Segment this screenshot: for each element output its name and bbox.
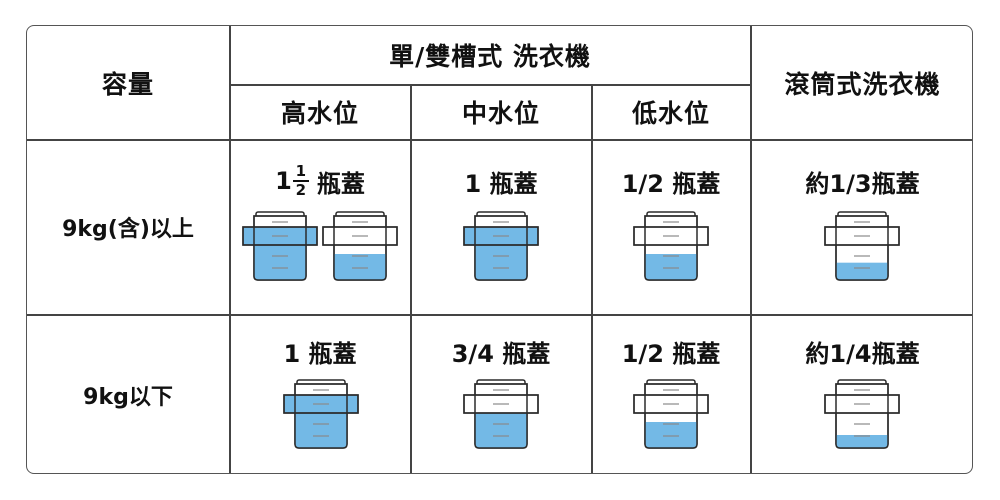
dosage-whole: 1 <box>275 167 292 195</box>
measuring-cap-icon <box>824 379 900 449</box>
row-label-9kg-and-above: 9kg(含)以上 <box>62 217 194 242</box>
liquid-level <box>836 262 888 280</box>
dosage-fraction: 1 2 <box>292 162 309 199</box>
dosage-amount: 約1/4瓶蓋 <box>805 339 920 368</box>
liquid-level <box>645 254 697 280</box>
grid-line <box>410 84 412 473</box>
dosage-table: 容量 單/雙槽式 洗衣機 高水位 中水位 低水位 滾筒式洗衣機 9kg(含)以上… <box>26 25 973 474</box>
grid-line <box>27 314 972 316</box>
liquid-level <box>645 422 697 448</box>
measuring-cap-icon <box>322 211 398 281</box>
measuring-cap-icon <box>824 211 900 281</box>
dosage-amount: 1/2 瓶蓋 <box>621 339 721 368</box>
measuring-cap-icon <box>633 211 709 281</box>
grid-line <box>229 26 231 473</box>
measuring-cap-icon <box>463 379 539 449</box>
drum-washer-header: 滾筒式洗衣機 <box>784 69 941 99</box>
dosage-amount: 1 1 2 瓶蓋 <box>230 163 410 199</box>
high-water-level-header: 高水位 <box>280 99 359 128</box>
row-label-under-9kg: 9kg以下 <box>83 385 173 410</box>
measuring-cap-icon <box>463 211 539 281</box>
capacity-header: 容量 <box>101 69 154 99</box>
dosage-amount: 3/4 瓶蓋 <box>451 339 551 368</box>
dosage-amount: 1 瓶蓋 <box>283 339 357 368</box>
grid-line <box>591 84 593 473</box>
fraction-denominator: 2 <box>295 181 307 199</box>
mid-water-level-header: 中水位 <box>461 99 540 128</box>
fraction-numerator: 1 <box>295 162 307 180</box>
liquid-level <box>475 409 527 448</box>
fraction-bar <box>292 180 309 182</box>
grid-line <box>27 139 972 141</box>
grid-line <box>229 84 751 86</box>
dosage-amount: 1 瓶蓋 <box>464 169 538 198</box>
single-twin-tub-header: 單/雙槽式 洗衣機 <box>389 42 591 71</box>
grid-line <box>750 26 752 473</box>
liquid-level <box>334 254 386 280</box>
dosage-amount: 1/2 瓶蓋 <box>621 169 721 198</box>
liquid-level <box>836 435 888 448</box>
measuring-cap-icon <box>283 379 359 449</box>
dosage-unit: 瓶蓋 <box>316 169 365 198</box>
dosage-amount: 約1/3瓶蓋 <box>805 169 920 198</box>
measuring-cap-icon <box>633 379 709 449</box>
low-water-level-header: 低水位 <box>631 99 710 128</box>
measuring-cap-icon <box>242 211 318 281</box>
